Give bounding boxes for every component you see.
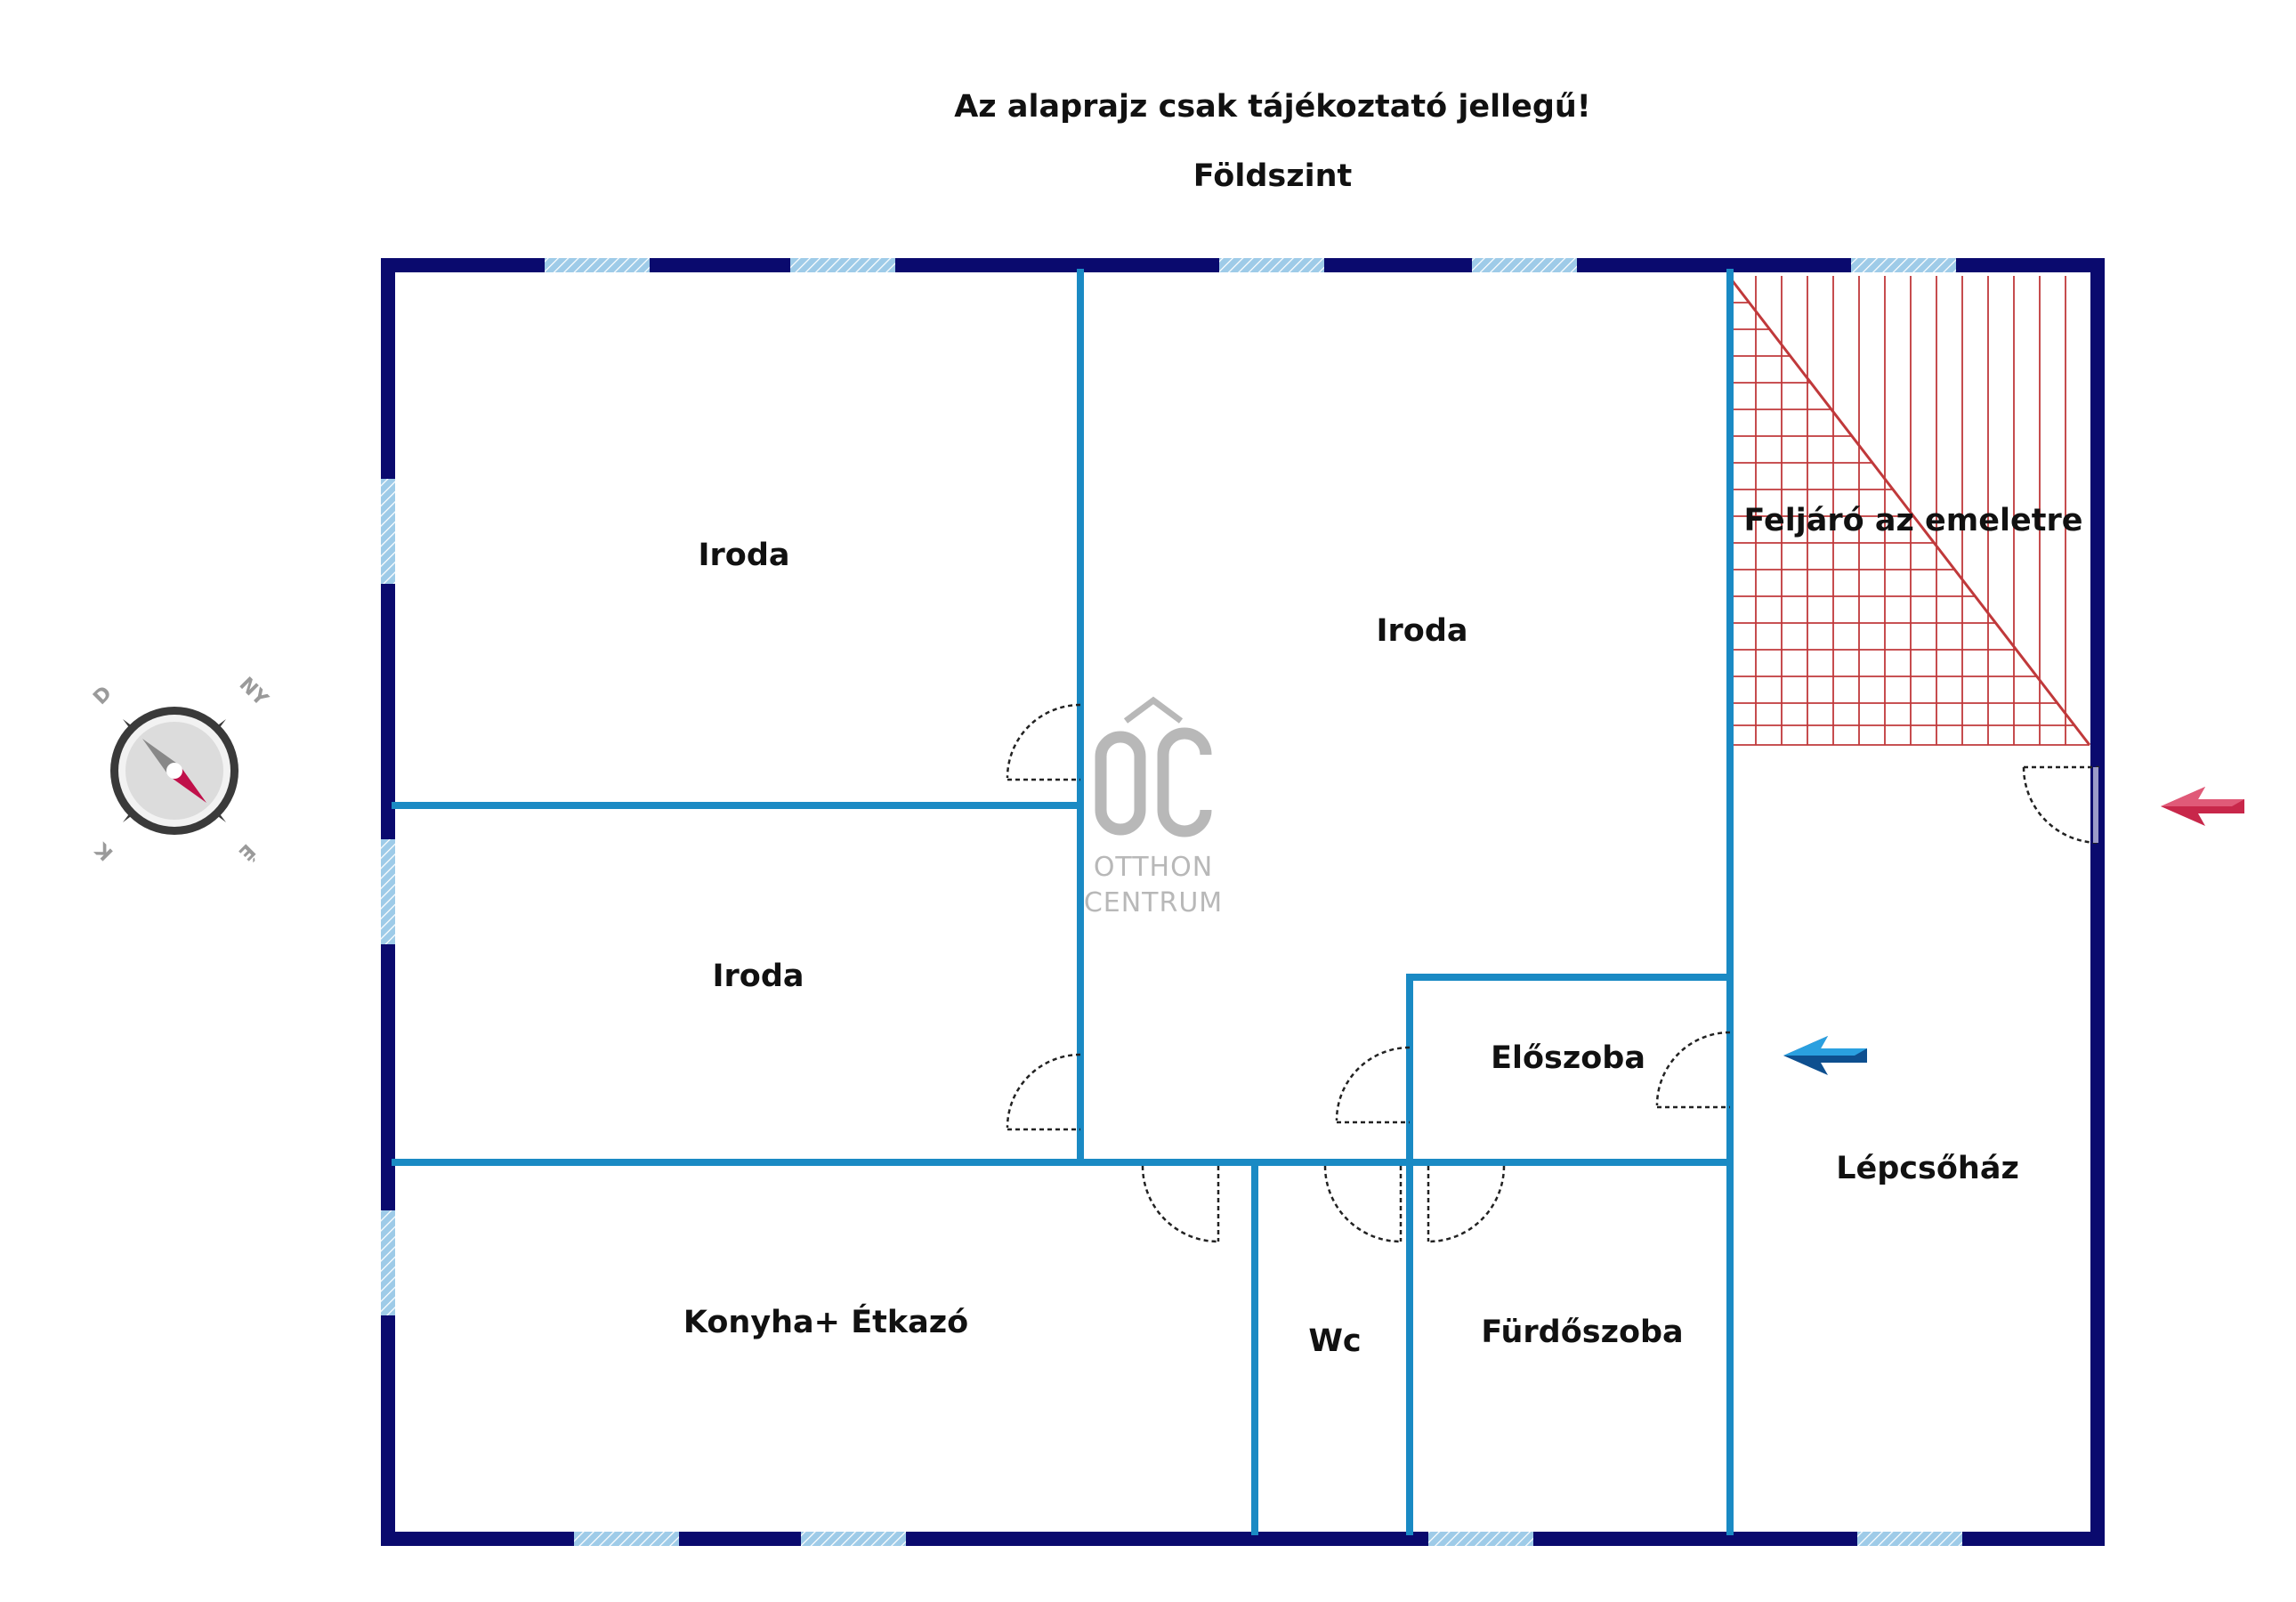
room-label-kitchen: Konyha+ Étkazó <box>683 1303 968 1340</box>
window <box>1219 258 1324 272</box>
door <box>1141 1165 1220 1243</box>
floor-title: Földszint <box>1192 158 1353 194</box>
window <box>790 258 895 272</box>
entrance-arrow-blue-icon <box>1783 1036 1867 1075</box>
door <box>1335 1046 1411 1124</box>
window <box>1428 1532 1533 1546</box>
door <box>1006 1053 1081 1131</box>
room-label-stairwell: Lépcsőház <box>1836 1151 2019 1186</box>
window <box>381 479 395 584</box>
room-label-office-mid-left: Iroda <box>712 959 804 994</box>
room-label-office-center: Iroda <box>1376 613 1467 649</box>
disclaimer-title: Az alaprajz csak tájékoztató jellegű! <box>954 89 1591 125</box>
outer-walls <box>381 258 2105 1546</box>
room-label-office-top-left: Iroda <box>698 538 789 573</box>
compass-north: NY <box>235 673 273 711</box>
compass-south: K <box>91 837 117 864</box>
windows <box>381 258 1962 1546</box>
otthon-centrum-logo: OTTHON CENTRUM <box>1084 696 1223 918</box>
window <box>1851 258 1956 272</box>
door <box>1006 703 1081 781</box>
window <box>1857 1532 1962 1546</box>
door <box>1427 1165 1506 1243</box>
window <box>381 1210 395 1315</box>
entrance-arrow-red-icon <box>2161 787 2244 826</box>
window <box>801 1532 906 1546</box>
room-label-wc: Wc <box>1308 1323 1361 1359</box>
window <box>545 258 650 272</box>
window <box>574 1532 679 1546</box>
logo-line2: CENTRUM <box>1084 887 1223 918</box>
room-labels: Iroda Iroda Iroda Feljáró az emeletre El… <box>683 503 2083 1359</box>
compass-east: É <box>234 839 260 865</box>
room-label-hall: Előszoba <box>1491 1040 1645 1076</box>
door <box>2022 765 2100 845</box>
inner-walls <box>392 269 1734 1535</box>
compass-west: D <box>89 682 117 709</box>
doors <box>1006 703 2100 1243</box>
window <box>1472 258 1577 272</box>
door <box>1323 1165 1403 1243</box>
staircase <box>1728 276 2091 746</box>
compass-icon: NY É K D <box>89 673 272 864</box>
room-label-stairs-up: Feljáró az emeletre <box>1744 503 2083 538</box>
room-label-bathroom: Fürdőszoba <box>1481 1315 1683 1350</box>
logo-line1: OTTHON <box>1094 852 1213 883</box>
door <box>1655 1031 1731 1109</box>
window <box>381 839 395 944</box>
